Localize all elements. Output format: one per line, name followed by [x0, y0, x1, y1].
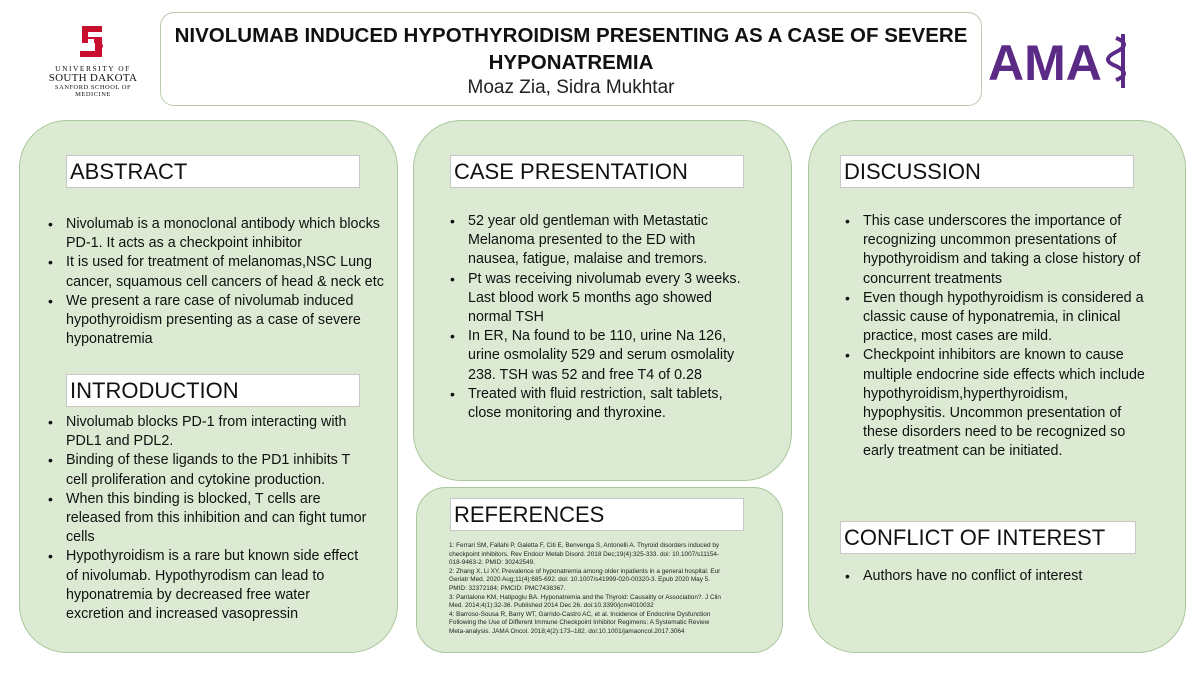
list-item: Authors have no conflict of interest	[845, 567, 1153, 586]
references-list: 1: Ferrari SM, Fallahi P, Galetta F, Cit…	[449, 542, 721, 637]
ama-logo: AMA	[988, 34, 1126, 90]
list-item: Pt was receiving nivolumab every 3 weeks…	[450, 270, 750, 328]
list-item: Treated with fluid restriction, salt tab…	[450, 385, 750, 423]
reference-item: 2: Zhang X, Li XY. Prevalence of hyponat…	[449, 567, 721, 592]
discussion-heading: DISCUSSION	[840, 155, 1134, 188]
ama-logo-text: AMA	[988, 35, 1102, 90]
introduction-heading: INTRODUCTION	[66, 374, 360, 407]
list-item: Nivolumab is a monoclonal antibody which…	[48, 215, 384, 253]
list-item: Even though hypothyroidism is considered…	[845, 289, 1153, 347]
usd-logo-line1: UNIVERSITY OF	[55, 64, 131, 73]
list-item: In ER, Na found to be 110, urine Na 126,…	[450, 327, 750, 385]
list-item: It is used for treatment of melanomas,NS…	[48, 253, 384, 291]
usd-logo-line2: SOUTH DAKOTA	[48, 72, 138, 84]
staff-of-asclepius-icon	[1106, 34, 1126, 88]
list-item: When this binding is blocked, T cells ar…	[48, 490, 371, 548]
poster-title: NIVOLUMAB INDUCED HYPOTHYROIDISM PRESENT…	[174, 24, 968, 74]
reference-item: 3: Pantalone KM, Hatipoglu BA. Hyponatre…	[449, 593, 721, 610]
list-item: Checkpoint inhibitors are known to cause…	[845, 346, 1153, 461]
list-item: Hypothyroidism is a rare but known side …	[48, 547, 371, 624]
abstract-heading: ABSTRACT	[66, 155, 360, 188]
references-heading: REFERENCES	[450, 498, 744, 531]
usd-logo-line3: SANFORD SCHOOL OF MEDICINE	[54, 84, 132, 98]
list-item: We present a rare case of nivolumab indu…	[48, 292, 384, 350]
usd-coyote-mark-icon	[80, 26, 103, 57]
discussion-list: This case underscores the importance of …	[845, 212, 1153, 462]
reference-item: 1: Ferrari SM, Fallahi P, Galetta F, Cit…	[449, 542, 720, 567]
usd-logo: UNIVERSITY OF SOUTH DAKOTA SANFORD SCHOO…	[38, 22, 148, 102]
list-item: Nivolumab blocks PD-1 from interacting w…	[48, 413, 371, 451]
poster-authors: Moaz Zia, Sidra Mukhtar	[467, 77, 675, 98]
conflict-heading: CONFLICT OF INTEREST	[840, 521, 1136, 554]
title-box: NIVOLUMAB INDUCED HYPOTHYROIDISM PRESENT…	[160, 12, 982, 106]
introduction-list: Nivolumab blocks PD-1 from interacting w…	[48, 413, 371, 624]
reference-item: 4: Barroso-Sousa R, Barry WT, Garrido-Ca…	[449, 610, 711, 635]
case-heading: CASE PRESENTATION	[450, 155, 744, 188]
abstract-list: Nivolumab is a monoclonal antibody which…	[48, 215, 384, 349]
list-item: Binding of these ligands to the PD1 inhi…	[48, 451, 371, 489]
conflict-list: Authors have no conflict of interest	[845, 567, 1153, 586]
list-item: This case underscores the importance of …	[845, 212, 1153, 289]
list-item: 52 year old gentleman with Metastatic Me…	[450, 212, 750, 270]
case-list: 52 year old gentleman with Metastatic Me…	[450, 212, 750, 423]
